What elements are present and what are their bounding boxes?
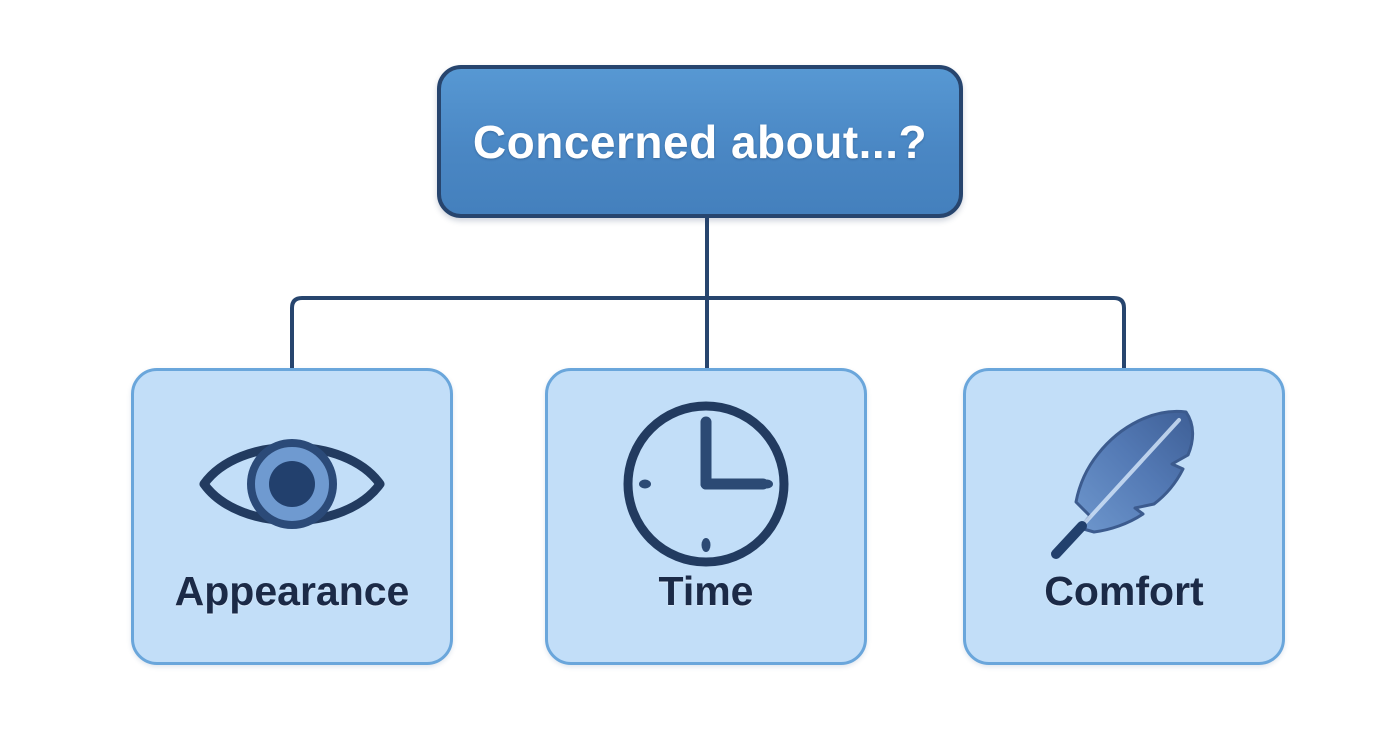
feather-icon bbox=[1036, 399, 1212, 569]
clock-icon bbox=[618, 399, 794, 569]
card-comfort-label: Comfort bbox=[1044, 568, 1204, 614]
connector-left-branch bbox=[290, 296, 707, 368]
card-appearance-label: Appearance bbox=[174, 568, 410, 614]
root-node[interactable]: Concerned about...? bbox=[437, 65, 963, 218]
card-comfort[interactable]: Comfort bbox=[963, 368, 1285, 665]
eye-icon bbox=[194, 399, 390, 569]
card-appearance[interactable]: Appearance bbox=[131, 368, 453, 665]
connector-right-branch bbox=[707, 296, 1126, 368]
root-node-label: Concerned about...? bbox=[472, 115, 928, 168]
card-time-label: Time bbox=[658, 568, 754, 614]
card-time[interactable]: Time bbox=[545, 368, 867, 665]
